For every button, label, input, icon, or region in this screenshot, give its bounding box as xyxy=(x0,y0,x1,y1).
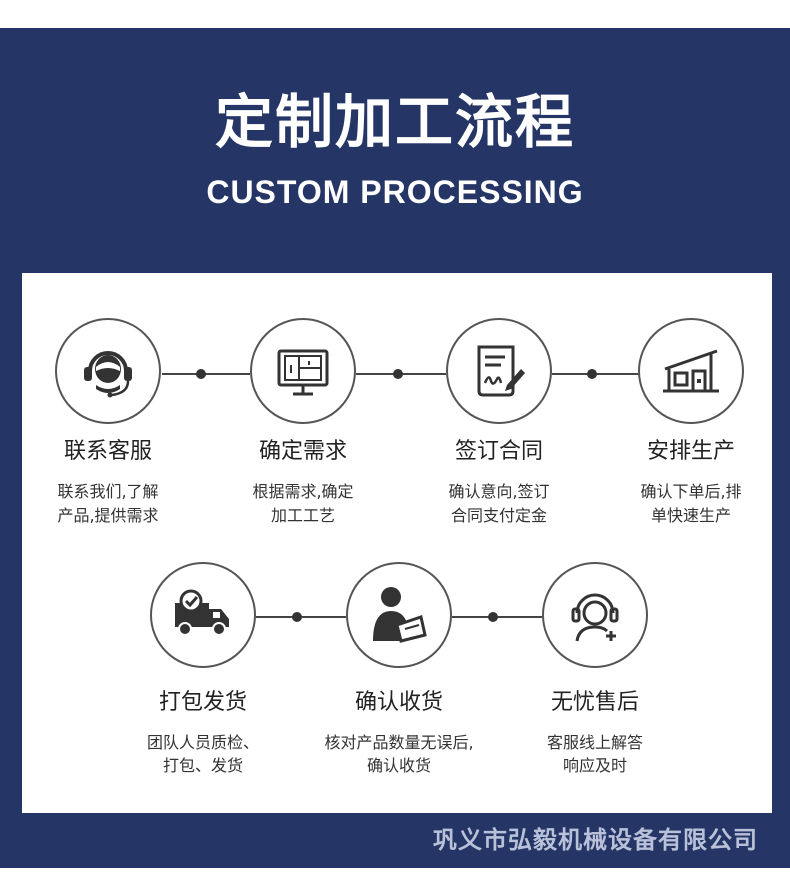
step-icon-circle xyxy=(150,562,256,668)
factory-icon xyxy=(663,349,719,393)
delivery-truck-icon xyxy=(175,589,229,636)
step-desc-line: 客服线上解答 xyxy=(546,733,643,752)
step-title: 安排生产 xyxy=(646,439,735,464)
connector-dot xyxy=(393,369,403,379)
step-icon-circle xyxy=(55,318,161,424)
step-desc-line: 根据需求,确定 xyxy=(252,482,354,501)
connector-dot xyxy=(196,369,206,379)
step-title: 打包发货 xyxy=(158,690,247,715)
step-desc-line: 确认收货 xyxy=(366,756,431,775)
step-desc-line: 核对产品数量无误后, xyxy=(324,733,474,752)
after-sales-support-icon xyxy=(571,593,619,642)
step-title: 联系客服 xyxy=(63,439,152,464)
step-desc-line: 响应及时 xyxy=(562,756,627,775)
connector-dot xyxy=(488,612,498,622)
contract-sign-icon xyxy=(477,345,525,397)
step-icon-circle xyxy=(542,562,648,668)
step-icon-circle xyxy=(638,318,744,424)
step-title: 确认收货 xyxy=(354,690,443,715)
step-icon-circle xyxy=(446,318,552,424)
step-desc-line: 打包、发货 xyxy=(162,756,243,775)
connector-dot xyxy=(292,612,302,622)
connector-1-2 xyxy=(162,373,250,375)
page-title: 定制加工流程 xyxy=(214,88,575,156)
person-receipt-icon xyxy=(373,587,427,643)
step-icon-circle xyxy=(346,562,452,668)
blueprint-monitor-icon xyxy=(277,349,329,396)
company-name: 巩义市弘毅机械设备有限公司 xyxy=(433,826,758,854)
step-desc-line: 确认意向,签订 xyxy=(448,482,550,501)
customer-service-headset-icon xyxy=(84,351,132,398)
page-subtitle: CUSTOM PROCESSING xyxy=(206,174,584,210)
step-title: 确定需求 xyxy=(258,439,347,464)
step-desc-line: 确认下单后,排 xyxy=(640,482,742,501)
step-desc-line: 联系我们,了解 xyxy=(57,482,159,501)
step-desc-line: 团队人员质检、 xyxy=(146,733,259,752)
connector-dot xyxy=(587,369,597,379)
step-title: 无忧售后 xyxy=(550,690,639,715)
step-desc-line: 产品,提供需求 xyxy=(57,506,159,525)
step-icon-circle xyxy=(250,318,356,424)
step-desc-line: 单快速生产 xyxy=(650,506,731,525)
step-title: 签订合同 xyxy=(454,439,543,464)
step-desc-line: 加工工艺 xyxy=(270,506,335,525)
step-desc-line: 合同支付定金 xyxy=(450,506,547,525)
